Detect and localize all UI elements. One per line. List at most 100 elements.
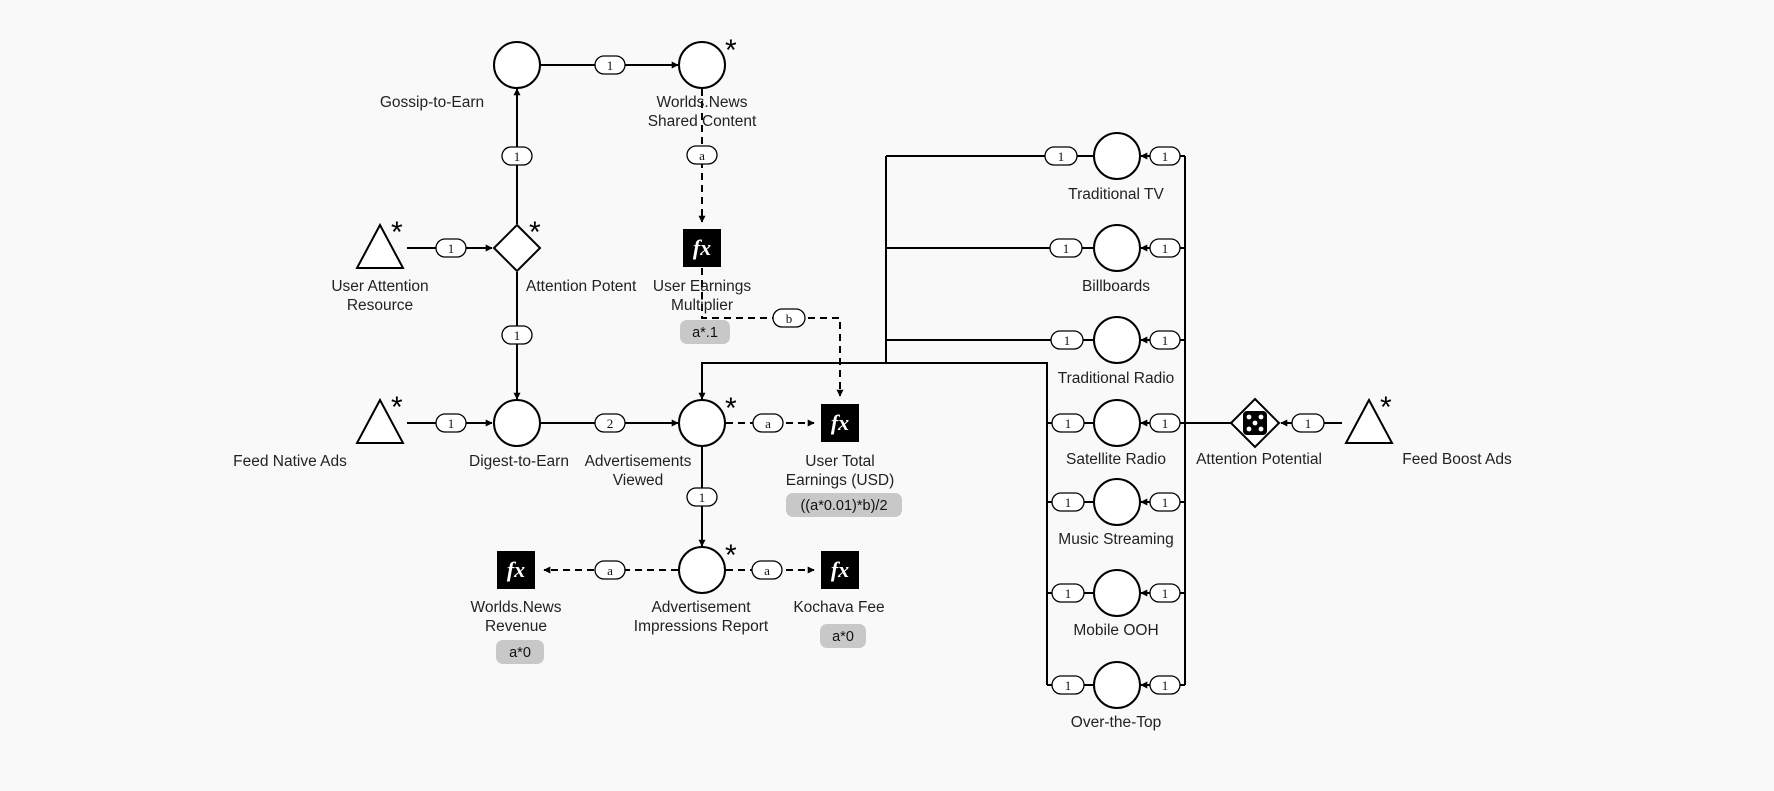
formula-multiplier: a*.1 xyxy=(692,325,718,341)
star-marker: * xyxy=(725,392,737,425)
label-user-earnings-multiplier: Multiplier xyxy=(671,297,733,314)
register-user-earnings-multiplier[interactable]: fx xyxy=(683,229,721,267)
connections xyxy=(407,61,1342,689)
edge-label: a xyxy=(764,563,770,578)
label-kochava-fee: Kochava Fee xyxy=(793,599,884,616)
edge-label: a xyxy=(607,563,613,578)
label-ads-viewed: Viewed xyxy=(613,472,664,489)
fx-icon xyxy=(821,404,859,442)
star-marker: * xyxy=(725,539,737,572)
edge-label: a xyxy=(765,416,771,431)
fx-icon xyxy=(821,551,859,589)
edge-label: 1 xyxy=(1162,586,1169,601)
edge-label: 1 xyxy=(1065,678,1072,693)
label-gossip-to-earn: Gossip-to-Earn xyxy=(380,94,484,111)
svg-text:fx: fx xyxy=(507,557,525,582)
pool-impressions-report[interactable] xyxy=(678,546,726,594)
edge-channels-to-ads-viewed xyxy=(698,156,887,400)
edge-label: 1 xyxy=(448,241,455,256)
label-billboards: Billboards xyxy=(1082,278,1150,295)
pool-traditional-radio[interactable] xyxy=(1093,316,1141,364)
fx-icon xyxy=(683,229,721,267)
label-user-earnings-multiplier: User Earnings xyxy=(653,278,751,295)
edge-label: 1 xyxy=(514,149,521,164)
nodes xyxy=(355,41,1394,709)
label-worlds-news-revenue: Worlds.News xyxy=(470,599,561,616)
edge-label: 1 xyxy=(1065,586,1072,601)
label-digest-to-earn: Digest-to-Earn xyxy=(469,453,569,470)
edge-label: 1 xyxy=(1162,495,1169,510)
label-impressions-report: Advertisement xyxy=(651,599,751,616)
label-ads-viewed: Advertisements xyxy=(585,453,692,470)
edge-label: a xyxy=(699,148,705,163)
register-worlds-news-revenue[interactable]: fx xyxy=(497,551,535,589)
source-user-attention[interactable] xyxy=(355,222,405,269)
source-feed-native-ads[interactable] xyxy=(355,397,405,444)
pool-music-streaming[interactable] xyxy=(1093,478,1141,526)
svg-text:fx: fx xyxy=(831,557,849,582)
pool-digest-to-earn[interactable] xyxy=(493,399,541,447)
star-marker: * xyxy=(1380,391,1392,424)
label-traditional-tv: Traditional TV xyxy=(1068,186,1164,203)
edge-label: 1 xyxy=(1162,416,1169,431)
label-user-attention: User Attention xyxy=(331,278,428,295)
edge-label: 1 xyxy=(699,490,706,505)
label-shared-content: Worlds.News xyxy=(656,94,747,111)
edge-lower-channels-out xyxy=(886,362,1048,685)
edge-label: 1 xyxy=(1065,416,1072,431)
label-shared-content: Shared Content xyxy=(648,113,757,130)
pool-shared-content[interactable] xyxy=(678,41,726,89)
pool-over-the-top[interactable] xyxy=(1093,661,1141,709)
edge-label: b xyxy=(786,311,793,326)
edge-label: 1 xyxy=(1305,416,1312,431)
star-marker: * xyxy=(391,391,403,424)
star-markers: * * * * * * * xyxy=(391,34,1392,572)
edge-label: 1 xyxy=(1065,495,1072,510)
label-worlds-news-revenue: Revenue xyxy=(485,618,547,635)
label-music-streaming: Music Streaming xyxy=(1058,531,1173,548)
label-traditional-radio: Traditional Radio xyxy=(1058,370,1175,387)
edge-label: 1 xyxy=(1064,333,1071,348)
svg-text:fx: fx xyxy=(831,410,849,435)
formula-badges: a*.1 ((a*0.01)*b)/2 a*0 a*0 xyxy=(496,320,902,664)
edge-labels: 1 1 1 1 1 2 a b a 1 a a 1 1 1 1 1 xyxy=(435,55,1325,695)
dice-icon xyxy=(1243,411,1267,435)
edge-label: 1 xyxy=(1162,678,1169,693)
edge-label: 1 xyxy=(1162,149,1169,164)
svg-text:fx: fx xyxy=(693,235,711,260)
edge-label: 1 xyxy=(448,416,455,431)
label-feed-boost-ads: Feed Boost Ads xyxy=(1402,451,1512,468)
star-marker: * xyxy=(391,216,403,249)
edge-label: 1 xyxy=(1063,241,1070,256)
pool-traditional-tv[interactable] xyxy=(1093,132,1141,180)
pool-satellite-radio[interactable] xyxy=(1093,399,1141,447)
formula-revenue: a*0 xyxy=(509,645,531,661)
gate-attention-potential[interactable] xyxy=(492,223,542,273)
edge-multiplier-to-total xyxy=(701,268,844,397)
register-kochava-fee[interactable]: fx xyxy=(821,551,859,589)
label-impressions-report: Impressions Report xyxy=(634,618,769,635)
label-user-total-earnings: User Total xyxy=(805,453,875,470)
pool-billboards[interactable] xyxy=(1093,224,1141,272)
source-feed-boost-ads[interactable] xyxy=(1344,397,1394,444)
register-user-total-earnings[interactable]: fx xyxy=(821,404,859,442)
label-satellite-radio: Satellite Radio xyxy=(1066,451,1166,468)
edge-label: 1 xyxy=(1058,149,1065,164)
node-labels: Gossip-to-Earn Worlds.News Shared Conten… xyxy=(233,94,1512,731)
fx-icon xyxy=(497,551,535,589)
edge-label: 1 xyxy=(607,58,614,73)
label-attention-potential: Attention Potential xyxy=(1196,451,1322,468)
label-user-total-earnings: Earnings (USD) xyxy=(786,472,895,489)
star-marker: * xyxy=(725,34,737,67)
label-feed-native-ads: Feed Native Ads xyxy=(233,453,347,470)
edge-label: 1 xyxy=(1162,333,1169,348)
label-mobile-ooh: Mobile OOH xyxy=(1073,622,1158,639)
label-over-the-top: Over-the-Top xyxy=(1071,714,1161,731)
pool-gossip-to-earn[interactable] xyxy=(493,41,541,89)
pool-ads-viewed[interactable] xyxy=(678,399,726,447)
label-user-attention: Resource xyxy=(347,297,413,314)
label-attention-gate: Attention Potent xyxy=(526,278,637,295)
edge-label: 2 xyxy=(607,416,614,431)
pool-mobile-ooh[interactable] xyxy=(1093,569,1141,617)
